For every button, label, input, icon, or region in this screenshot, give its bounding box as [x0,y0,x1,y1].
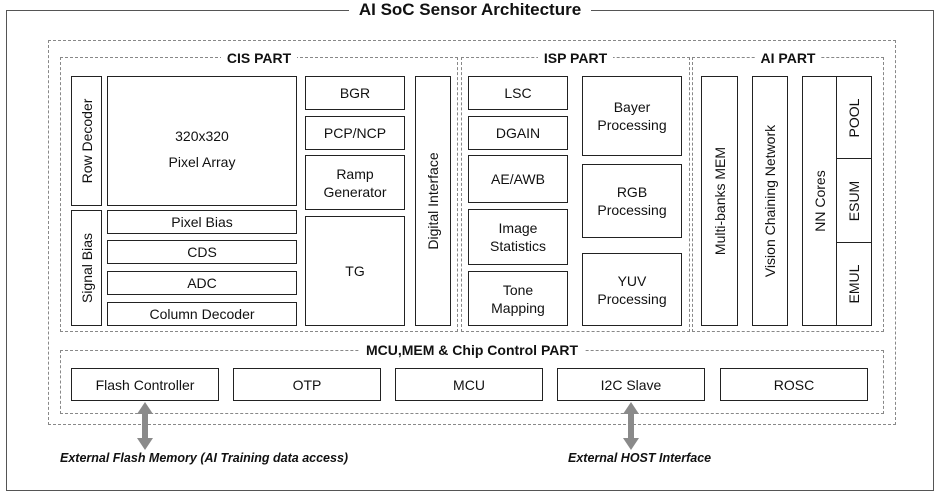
image-statistics-block: Image Statistics [468,209,568,265]
multi-banks-mem-block: Multi-banks MEM [701,76,738,326]
signal-bias-label: Signal Bias [78,232,95,304]
mcu-part-title: MCU,MEM & Chip Control PART [60,342,884,358]
pcp-ncp-block: PCP/NCP [305,116,405,150]
flash-controller-block: Flash Controller [71,368,219,401]
ae-awb-block: AE/AWB [468,155,568,203]
yuv-processing-block: YUV Processing [582,253,682,326]
host-interface-arrow [623,402,639,450]
flash-memory-arrow [137,402,153,450]
nn-cores-label: NN Cores [812,170,828,232]
otp-block: OTP [233,368,381,401]
tg-block: TG [305,216,405,326]
esum-block: ESUM [836,158,872,243]
vision-chaining-network-label: Vision Chaining Network [762,124,778,278]
mcu-block: MCU [395,368,543,401]
emul-label: EMUL [846,264,862,304]
rgb-processing-block: RGB Processing [582,164,682,238]
multi-banks-mem-label: Multi-banks MEM [711,146,728,256]
lsc-block: LSC [468,76,568,110]
tone-mapping-block: Tone Mapping [468,271,568,326]
bayer-processing-block: Bayer Processing [582,76,682,156]
cis-part-title: CIS PART [60,50,458,66]
ai-part-title: AI PART [692,50,884,66]
digital-interface-label: Digital Interface [425,152,441,250]
cds-block: CDS [107,240,297,264]
esum-label: ESUM [846,180,862,221]
i2c-slave-block: I2C Slave [557,368,705,401]
dgain-block: DGAIN [468,116,568,150]
row-decoder-block: Row Decoder [71,76,102,206]
external-flash-memory-label: External Flash Memory (AI Training data … [60,451,349,465]
row-decoder-label: Row Decoder [78,98,95,184]
external-host-interface-label: External HOST Interface [568,451,712,465]
pixel-array-block: 320x320 Pixel Array [107,76,297,206]
emul-block: EMUL [836,242,872,326]
ramp-generator-block: Ramp Generator [305,155,405,210]
bgr-block: BGR [305,76,405,110]
adc-block: ADC [107,271,297,295]
pool-block: POOL [836,76,872,159]
signal-bias-block: Signal Bias [71,210,102,326]
rosc-block: ROSC [720,368,868,401]
isp-part-title: ISP PART [461,50,690,66]
column-decoder-block: Column Decoder [107,302,297,326]
soc-container [48,40,896,425]
digital-interface-block: Digital Interface [415,76,451,326]
pixel-bias-block: Pixel Bias [107,210,297,234]
pool-label: POOL [846,98,862,137]
diagram-title: AI SoC Sensor Architecture [0,0,940,20]
vision-chaining-network-block: Vision Chaining Network [752,76,788,326]
